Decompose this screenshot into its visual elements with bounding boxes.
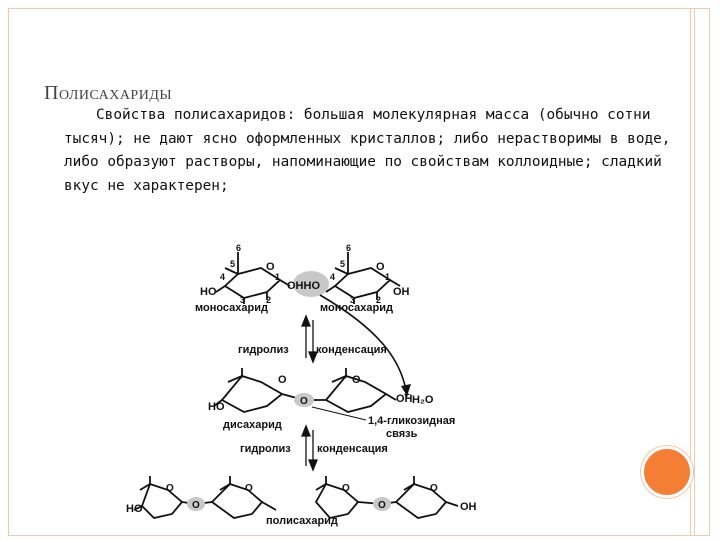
hydroxyl-label: HO — [200, 286, 217, 298]
polysaccharide-diagram: 6 5 4 1 3 2 O 6 5 4 1 3 2 O HO OHHO OH м… — [126, 243, 477, 527]
polysaccharide-structure — [133, 476, 459, 519]
glycosidic-bond-label: 1,4-гликозидная — [368, 415, 455, 427]
ring-oxygen: O — [342, 483, 350, 494]
ring-number: 5 — [340, 259, 345, 269]
water-label: H₂O — [412, 394, 434, 406]
glycosidic-oxygen-highlight — [373, 497, 391, 511]
ring-oxygen: O — [352, 374, 361, 386]
ring-oxygen: O — [300, 396, 308, 407]
water-elimination-highlight — [293, 271, 329, 297]
hydroxyl-label: HO — [208, 401, 225, 413]
slide-title: Полисахариды — [44, 82, 173, 104]
ring-number: 6 — [346, 243, 351, 253]
ring-oxygen: O — [166, 483, 174, 494]
ring-number: 4 — [220, 272, 225, 282]
ring-oxygen: O — [376, 261, 385, 273]
monosaccharide-label: моносахарид — [195, 302, 268, 314]
ring-oxygen: O — [245, 483, 253, 494]
glycosidic-oxygen-highlight — [294, 393, 314, 407]
arrow-head — [401, 384, 411, 396]
plus-sign: + — [404, 390, 410, 401]
decorative-rule — [690, 8, 691, 536]
ring-oxygen: O — [430, 483, 438, 494]
ring-oxygen: O — [278, 374, 287, 386]
condensation-label: конденсация — [316, 344, 387, 356]
hydroxyl-pair-label: OHHO — [287, 280, 320, 292]
ring-oxygen: O — [192, 500, 200, 511]
monosaccharide-ring-left — [215, 252, 291, 304]
condensation-label: конденсация — [317, 443, 388, 455]
ring-number: 3 — [350, 295, 355, 305]
ring-number: 5 — [230, 259, 235, 269]
ring-oxygen: O — [266, 261, 275, 273]
hydrolysis-label: гидролиз — [238, 344, 289, 356]
hydroxyl-label: HO — [126, 503, 143, 515]
monosaccharide-label: моносахарид — [320, 302, 393, 314]
pointer-line — [311, 406, 367, 421]
ring-number: 4 — [330, 272, 335, 282]
decorative-rule — [694, 8, 695, 536]
equilibrium-arrows — [301, 424, 318, 472]
water-release-arrow — [319, 294, 407, 391]
ring-oxygen: O — [378, 500, 386, 511]
body-text: Свойства полисахаридов: большая молекуля… — [64, 107, 671, 194]
glycosidic-bond-label: связь — [386, 428, 418, 440]
ring-number: 6 — [236, 243, 241, 253]
hydroxyl-label: OH — [393, 286, 410, 298]
hydrolysis-label: гидролиз — [240, 443, 291, 455]
disaccharide-label: дисахарид — [223, 419, 282, 431]
ring-number: 2 — [266, 295, 271, 305]
ring-number: 1 — [385, 272, 390, 282]
hydroxyl-label: OH — [396, 393, 413, 405]
polysaccharide-label: полисахарид — [266, 515, 338, 527]
ring-number: 1 — [275, 272, 280, 282]
glycosidic-oxygen-highlight — [187, 497, 205, 511]
ring-number: 2 — [376, 295, 381, 305]
decorative-circle — [641, 446, 693, 498]
ring-number: 3 — [240, 295, 245, 305]
equilibrium-arrows — [301, 314, 318, 364]
hydroxyl-label: OH — [460, 501, 477, 513]
slide-frame — [8, 8, 710, 536]
monosaccharide-ring-right — [325, 252, 401, 304]
